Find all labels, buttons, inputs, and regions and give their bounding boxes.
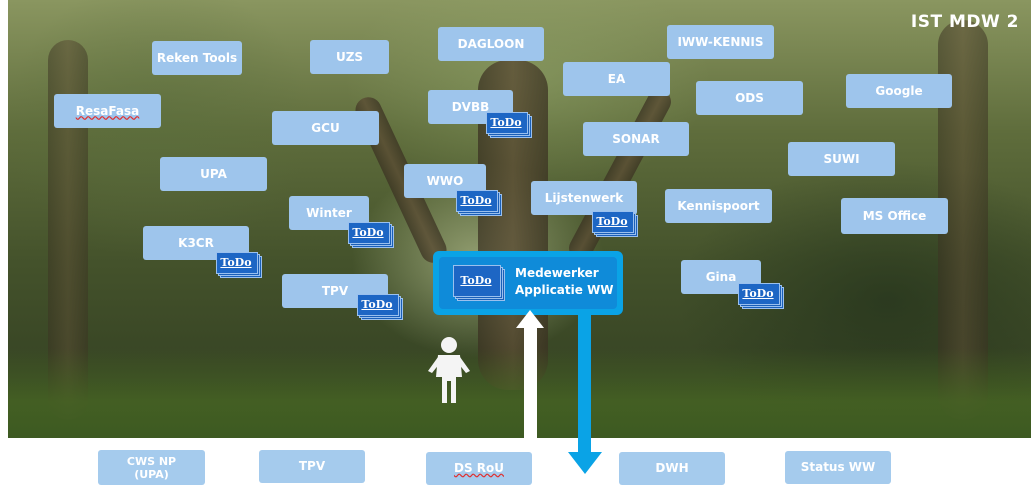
app-gcu[interactable]: GCU <box>272 111 379 145</box>
app-upa[interactable]: UPA <box>160 157 267 191</box>
app-wwo[interactable]: WWO <box>404 164 486 198</box>
todo-label: ToDo <box>460 193 492 207</box>
person-icon <box>428 337 470 403</box>
page-title: IST MDW 2 <box>910 12 1019 32</box>
todo-badge-wwo: ToDo <box>456 190 502 216</box>
system-ds-rou[interactable]: DS RoU <box>426 452 532 485</box>
todo-label: ToDo <box>352 225 384 239</box>
todo-badge-winter: ToDo <box>348 222 394 248</box>
todo-badge-tpv: ToDo <box>357 294 403 320</box>
todo-label: ToDo <box>361 297 393 311</box>
todo-badge-gina: ToDo <box>738 283 784 309</box>
system-status-ww[interactable]: Status WW <box>785 451 891 484</box>
app-lijstenwerk[interactable]: Lijstenwerk <box>531 181 637 215</box>
todo-label: ToDo <box>596 214 628 228</box>
tree-branch <box>564 85 676 265</box>
app-dagloon[interactable]: DAGLOON <box>438 27 544 61</box>
app-uzs[interactable]: UZS <box>310 40 389 74</box>
system-dwh[interactable]: DWH <box>619 452 725 485</box>
todo-badge-dvbb: ToDo <box>486 112 532 138</box>
main-application-box[interactable]: ToDo Medewerker Applicatie WW <box>433 251 623 315</box>
forest-ground <box>8 348 1031 438</box>
app-sonar[interactable]: SONAR <box>583 122 689 156</box>
app-ms-office[interactable]: MS Office <box>841 198 948 234</box>
system-tpv[interactable]: TPV <box>259 450 365 483</box>
todo-label: ToDo <box>220 255 252 269</box>
app-reken-tools[interactable]: Reken Tools <box>152 41 242 75</box>
main-application-line1: Medewerker <box>515 266 599 280</box>
todo-label: ToDo <box>460 273 492 287</box>
app-kennispoort[interactable]: Kennispoort <box>665 189 772 223</box>
app-suwi[interactable]: SUWI <box>788 142 895 176</box>
app-k3cr[interactable]: K3CR <box>143 226 249 260</box>
app-ea[interactable]: EA <box>563 62 670 96</box>
todo-label: ToDo <box>490 115 522 129</box>
todo-badge-lijstenwerk: ToDo <box>592 211 638 237</box>
main-application-line2: Applicatie WW <box>515 283 614 297</box>
system-cws-np[interactable]: CWS NP (UPA) <box>98 450 205 485</box>
app-resafasa[interactable]: ResaFasa <box>54 94 161 128</box>
app-iww-kennis[interactable]: IWW-KENNIS <box>667 25 774 59</box>
app-google[interactable]: Google <box>846 74 952 108</box>
todo-badge-main: ToDo <box>453 265 507 301</box>
app-ods[interactable]: ODS <box>696 81 803 115</box>
main-application-label: Medewerker Applicatie WW <box>515 265 614 299</box>
todo-label: ToDo <box>742 286 774 300</box>
todo-badge-k3cr: ToDo <box>216 252 262 278</box>
